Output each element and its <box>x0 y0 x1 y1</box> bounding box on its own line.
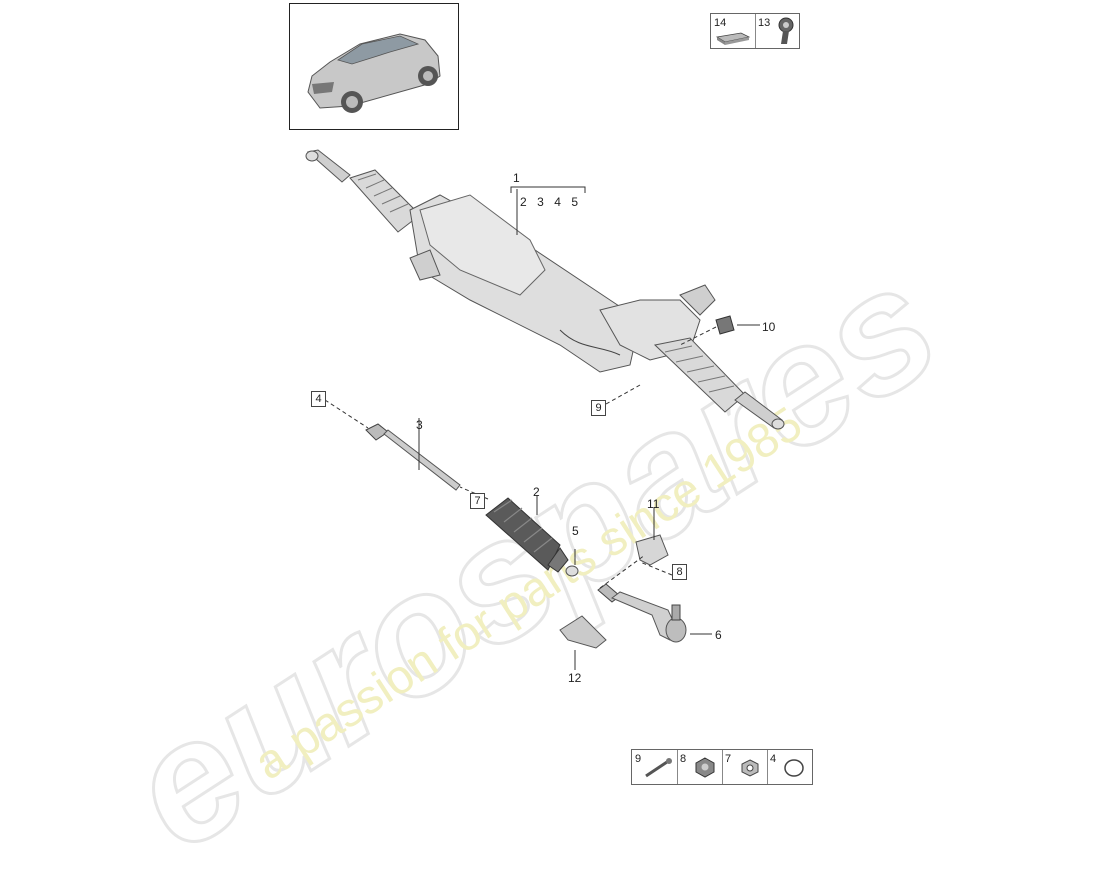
parts-diagram <box>305 149 785 670</box>
legend-cell: 14 <box>711 14 756 48</box>
o-ring-icon <box>784 759 804 777</box>
bolt-icon <box>645 758 672 778</box>
legend-number: 9 <box>635 753 642 765</box>
callout-box-4: 4 <box>311 391 326 407</box>
callout-group-item: 5 <box>571 195 579 209</box>
legend-cell: 9 <box>632 750 678 784</box>
legend-number: 7 <box>725 753 732 765</box>
steering-rack-assembly[interactable] <box>305 149 785 430</box>
legend-cell: 8 <box>677 750 723 784</box>
callout-box-7: 7 <box>470 493 485 509</box>
callout-1: 1 <box>513 171 520 185</box>
callout-10: 10 <box>762 320 776 334</box>
tie-rod-end[interactable] <box>597 583 687 643</box>
legend-top: 14 13 <box>710 13 800 49</box>
tie-rod[interactable] <box>365 423 461 491</box>
callout-group-item: 3 <box>537 195 544 209</box>
bellow-boot[interactable] <box>485 497 569 573</box>
callout-5: 5 <box>572 524 579 538</box>
legend-number: 4 <box>770 753 777 765</box>
bracket[interactable] <box>635 534 669 566</box>
clamp-ring[interactable] <box>565 565 579 577</box>
legend-cell: 4 <box>767 750 812 784</box>
callout-box-9: 9 <box>591 400 606 416</box>
nut-icon <box>695 757 715 778</box>
legend-cell: 7 <box>722 750 768 784</box>
callout-11: 11 <box>647 497 660 511</box>
vehicle-thumbnail <box>289 3 459 130</box>
tool-icon <box>778 17 794 44</box>
legend-number: 8 <box>680 753 687 765</box>
hex-nut-icon <box>741 759 759 777</box>
callout-3: 3 <box>416 418 423 432</box>
callout-box-8: 8 <box>672 564 687 580</box>
callout-group-2345: 2 3 4 5 <box>520 193 580 211</box>
callout-12: 12 <box>568 671 582 685</box>
callout-2: 2 <box>533 485 540 499</box>
legend-number: 14 <box>714 17 727 29</box>
legend-cell: 13 <box>755 14 799 48</box>
callout-group-item: 4 <box>554 195 561 209</box>
sensor-block[interactable] <box>715 315 735 335</box>
leader-lines <box>418 186 760 670</box>
sealant-pack-icon <box>715 32 751 45</box>
callout-6: 6 <box>715 628 722 642</box>
callout-group-item: 2 <box>520 195 527 209</box>
heat-shield[interactable] <box>559 615 607 649</box>
legend-number: 13 <box>758 17 771 29</box>
car-icon <box>307 33 441 113</box>
legend-bottom: 9 8 7 4 <box>631 749 813 785</box>
